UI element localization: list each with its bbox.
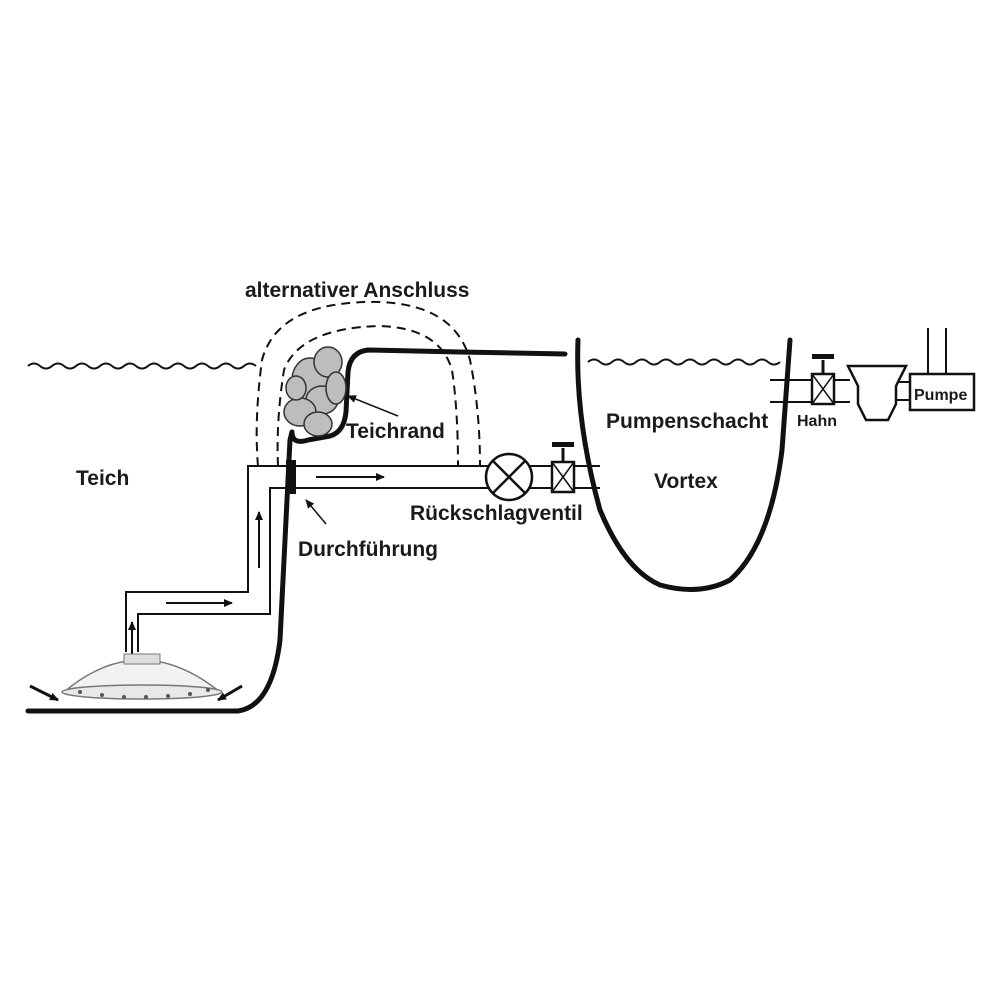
plant-icon: [283, 346, 347, 437]
feedthrough-sleeve: [286, 460, 296, 494]
pump-icon[interactable]: [908, 328, 976, 412]
alternative-connection-inner: [276, 324, 459, 467]
flow-arrow-icon: [29, 684, 59, 702]
flow-arrow-icon: [217, 684, 243, 702]
label-vortex: Vortex: [654, 470, 718, 493]
check-valve-icon[interactable]: [550, 442, 576, 494]
label-pump: Pumpe: [914, 387, 967, 404]
pipe-outer: [125, 465, 600, 652]
label-feedthrough: Durchführung: [298, 538, 438, 561]
water-surface-shaft: [587, 358, 781, 366]
label-alternative-connection: alternativer Anschluss: [245, 279, 469, 302]
alternative-connection-outer: [255, 300, 481, 467]
pipe-inner: [137, 487, 600, 652]
label-pond-edge: Teichrand: [346, 420, 445, 443]
valve-icon[interactable]: [484, 452, 534, 502]
label-check-valve: Rückschlagventil: [410, 502, 583, 525]
pointer-line-pond-edge: [347, 395, 399, 417]
water-surface-pond: [27, 362, 257, 370]
tap-icon[interactable]: [810, 354, 836, 406]
pond-edge-line: [289, 347, 568, 444]
bottom-drain-icon: [61, 653, 223, 700]
label-tap: Hahn: [797, 413, 837, 430]
strainer-icon: [845, 364, 909, 422]
pond-wall: [25, 429, 295, 714]
label-pond: Teich: [76, 467, 129, 490]
vortex-vessel: [575, 337, 793, 592]
pointer-line-feedthrough: [305, 499, 327, 525]
label-pump-shaft: Pumpenschacht: [606, 410, 768, 433]
